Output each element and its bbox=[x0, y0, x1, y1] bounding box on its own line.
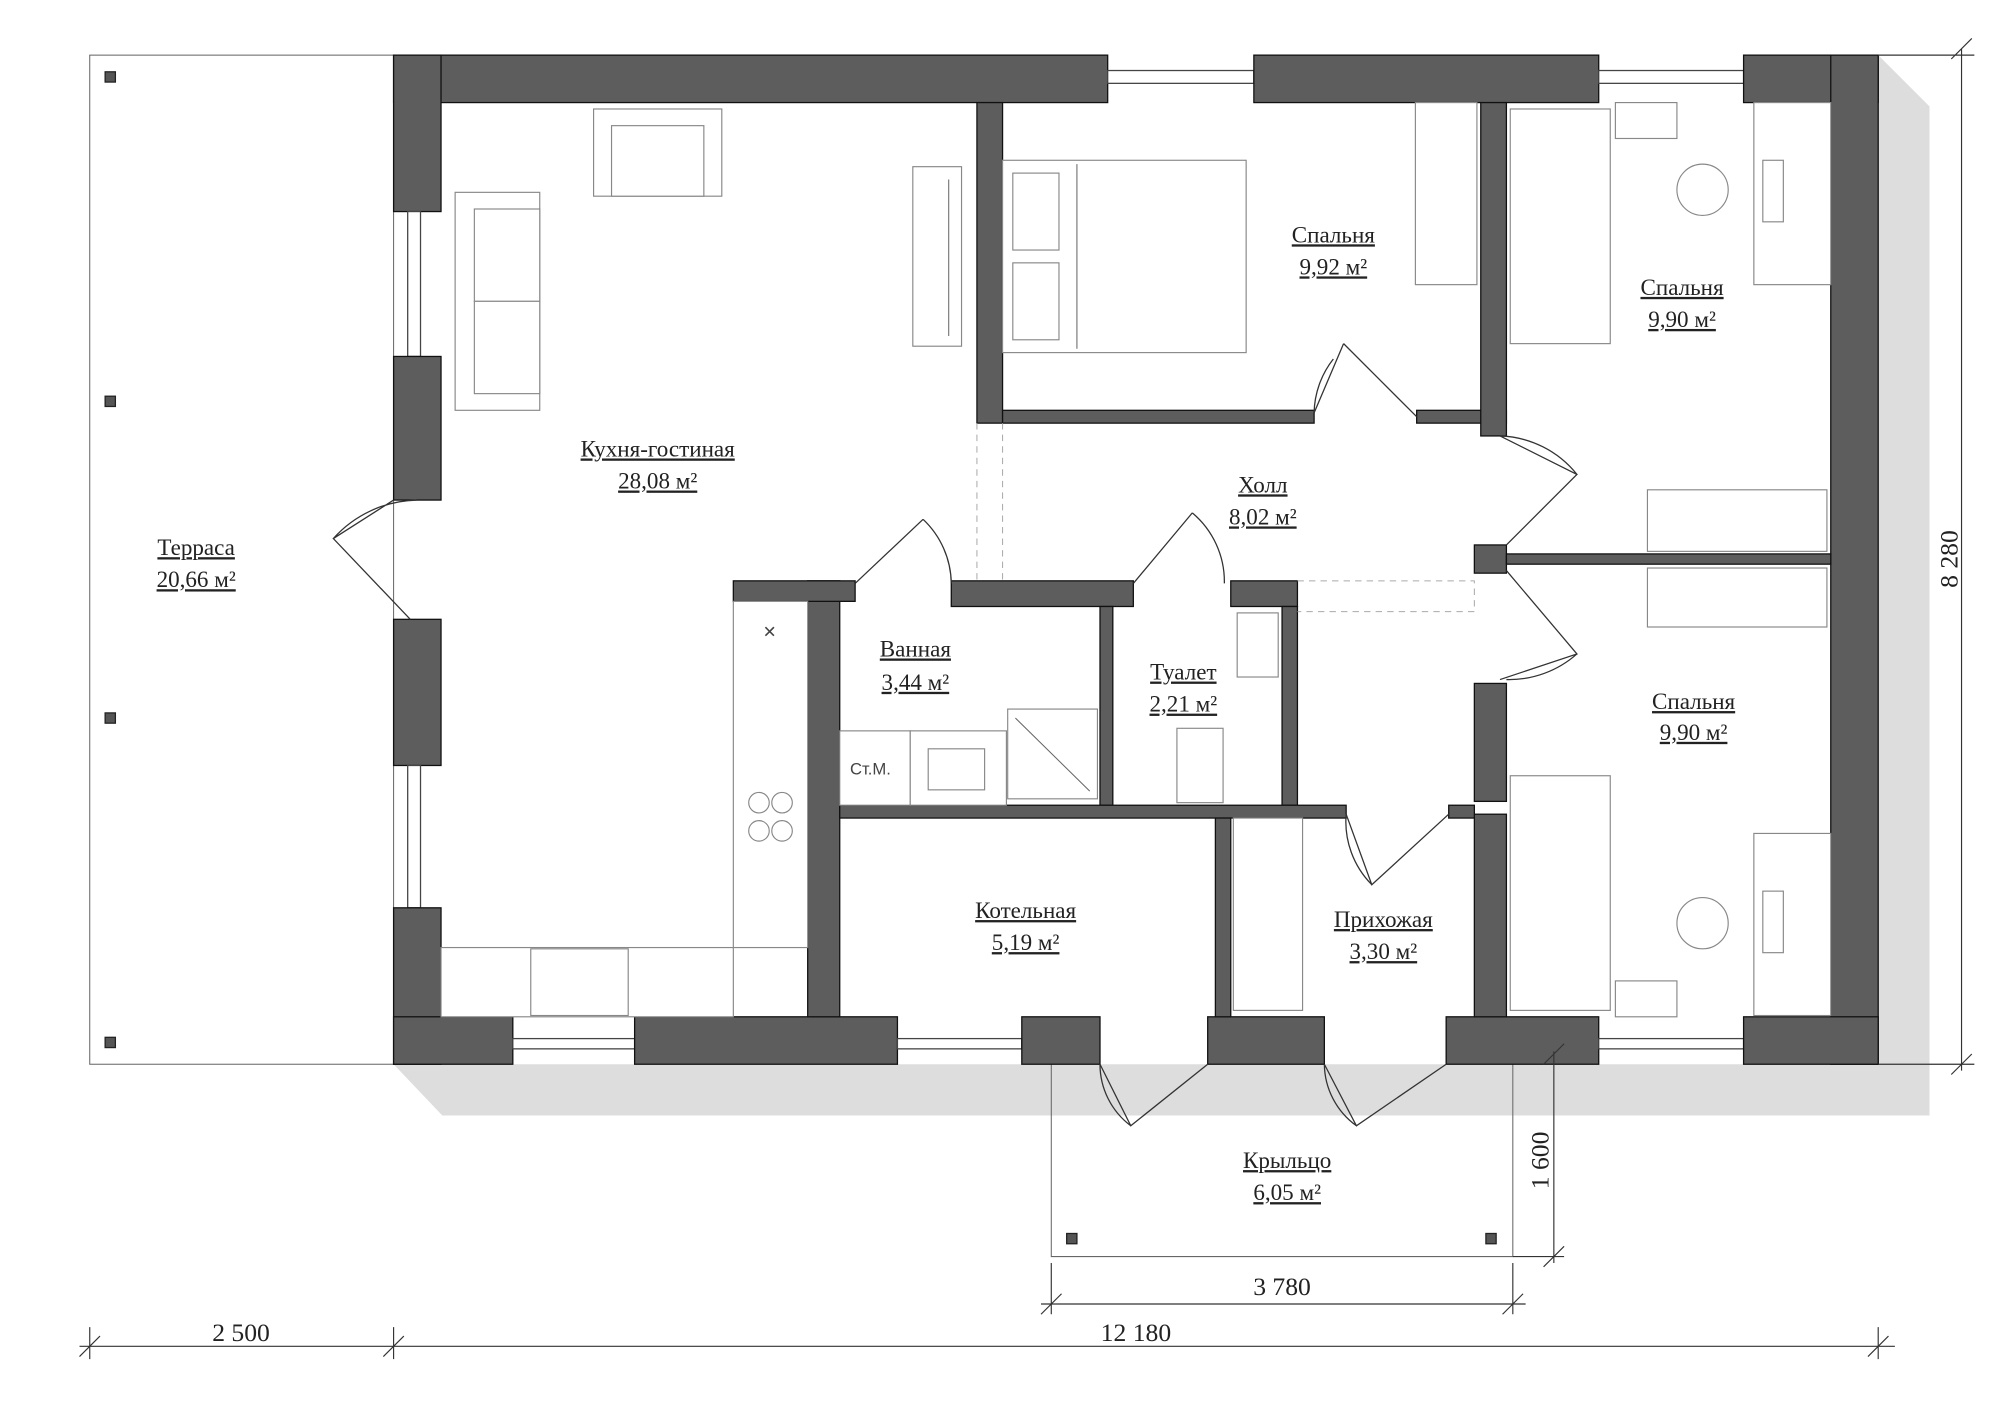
walls bbox=[392, 54, 1879, 1065]
dimension-house-width: 12 180 bbox=[1101, 1318, 1171, 1347]
furniture: ✕ bbox=[440, 102, 1832, 1018]
washer-label: Ст.М. bbox=[850, 759, 891, 778]
room-area-porch: 6,05 м² bbox=[1253, 1179, 1321, 1205]
room-name-bedroom3: Спальня bbox=[1652, 688, 1736, 714]
svg-text:✕: ✕ bbox=[763, 622, 777, 641]
room-area-bedroom2: 9,90 м² bbox=[1648, 306, 1716, 332]
room-name-hall: Холл bbox=[1238, 471, 1287, 497]
room-name-toilet: Туалет bbox=[1150, 659, 1216, 685]
room-name-entry: Прихожая bbox=[1334, 906, 1433, 932]
room-area-toilet: 2,21 м² bbox=[1150, 691, 1218, 717]
room-name-kitchen: Кухня-гостиная bbox=[581, 435, 736, 461]
room-area-hall: 8,02 м² bbox=[1229, 503, 1297, 529]
dimension-porch-depth: 1 600 bbox=[1526, 1132, 1555, 1190]
room-area-bedroom3: 9,90 м² bbox=[1660, 719, 1728, 745]
room-area-entry: 3,30 м² bbox=[1350, 938, 1418, 964]
terrace-posts bbox=[104, 71, 1497, 1245]
room-labels: Терраса 20,66 м² Кухня-гостиная 28,08 м²… bbox=[157, 221, 1736, 1205]
porch-outline bbox=[1050, 1064, 1514, 1258]
room-area-bathroom: 3,44 м² bbox=[882, 669, 950, 695]
room-area-boiler: 5,19 м² bbox=[992, 929, 1060, 955]
room-area-bedroom1: 9,92 м² bbox=[1300, 253, 1368, 279]
dimension-lines bbox=[79, 38, 1975, 1360]
room-name-bedroom1: Спальня bbox=[1292, 221, 1376, 247]
dimension-height: 8 280 bbox=[1935, 530, 1964, 588]
room-area-terrace: 20,66 м² bbox=[157, 566, 236, 592]
terrace-outline bbox=[89, 54, 395, 1065]
doors bbox=[332, 343, 1579, 1127]
dimension-terrace-width: 2 500 bbox=[212, 1318, 270, 1347]
room-name-porch: Крыльцо bbox=[1243, 1147, 1331, 1173]
room-name-bathroom: Ванная bbox=[880, 635, 952, 661]
room-name-boiler: Котельная bbox=[975, 897, 1076, 923]
room-name-bedroom2: Спальня bbox=[1640, 274, 1724, 300]
dimension-porch-width: 3 780 bbox=[1253, 1272, 1311, 1301]
room-area-kitchen: 28,08 м² bbox=[618, 468, 697, 494]
room-name-terrace: Терраса bbox=[157, 534, 234, 560]
